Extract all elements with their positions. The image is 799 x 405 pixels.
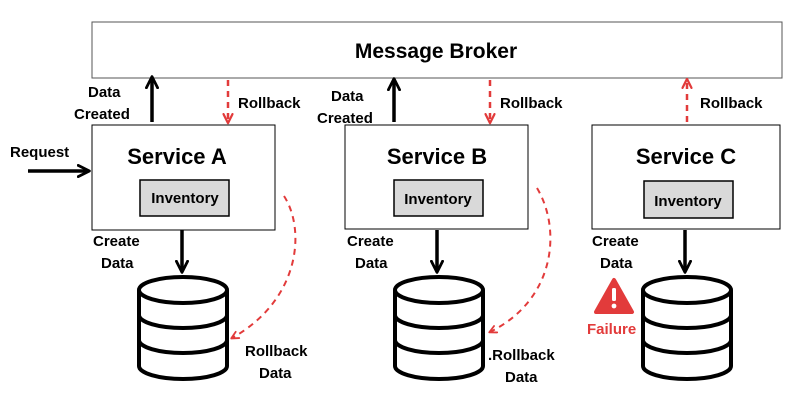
service-a: Service A Inventory [91, 124, 276, 231]
service-a-create-label-2: Data [101, 255, 134, 272]
message-broker-title: Message Broker [355, 40, 517, 63]
service-c: Service C Inventory [591, 124, 781, 230]
service-b-up-label-2: Created [317, 110, 373, 127]
service-a-inventory [139, 179, 230, 217]
failure-label: Failure [587, 321, 636, 338]
message-broker: Message Broker [91, 21, 783, 79]
service-b-create-label-1: Create [347, 233, 394, 250]
service-c-title: Service C [636, 144, 736, 169]
service-b-rollback-data-arrow [488, 187, 552, 334]
request-label: Request [10, 144, 69, 161]
service-b-rollback-label: Rollback [500, 95, 563, 112]
service-a-up-label-2: Created [74, 106, 130, 123]
service-c-create-label-1: Create [592, 233, 639, 250]
service-a-rollback-data-arrow [230, 195, 297, 340]
service-a-inventory-label: Inventory [151, 190, 219, 207]
warning-triangle-icon [594, 278, 634, 314]
service-c-inventory [643, 180, 734, 219]
service-b-title: Service B [387, 144, 487, 169]
service-a-title: Service A [127, 144, 227, 169]
service-b-create-label-2: Data [355, 255, 388, 272]
service-b-inventory [393, 179, 484, 217]
service-a-rollback-data-label-2: Data [259, 365, 292, 382]
service-a-create-label-1: Create [93, 233, 140, 250]
service-b-up-label-1: Data [331, 88, 364, 105]
service-c-database-icon [641, 275, 733, 381]
service-a-rollback-label: Rollback [238, 95, 301, 112]
service-c-create-label-2: Data [600, 255, 633, 272]
service-b-rollback-data-label-2: Data [505, 369, 538, 386]
service-b-rollback-data-label-1: .Rollback [488, 347, 555, 364]
service-a-database-icon [137, 275, 229, 381]
service-b: Service B Inventory [344, 124, 529, 230]
service-b-database-icon [393, 275, 485, 381]
service-c-rollback-label: Rollback [700, 95, 763, 112]
service-a-rollback-data-label-1: Rollback [245, 343, 308, 360]
service-a-up-label-1: Data [88, 84, 121, 101]
service-b-inventory-label: Inventory [404, 191, 472, 208]
service-c-inventory-label: Inventory [654, 193, 722, 210]
